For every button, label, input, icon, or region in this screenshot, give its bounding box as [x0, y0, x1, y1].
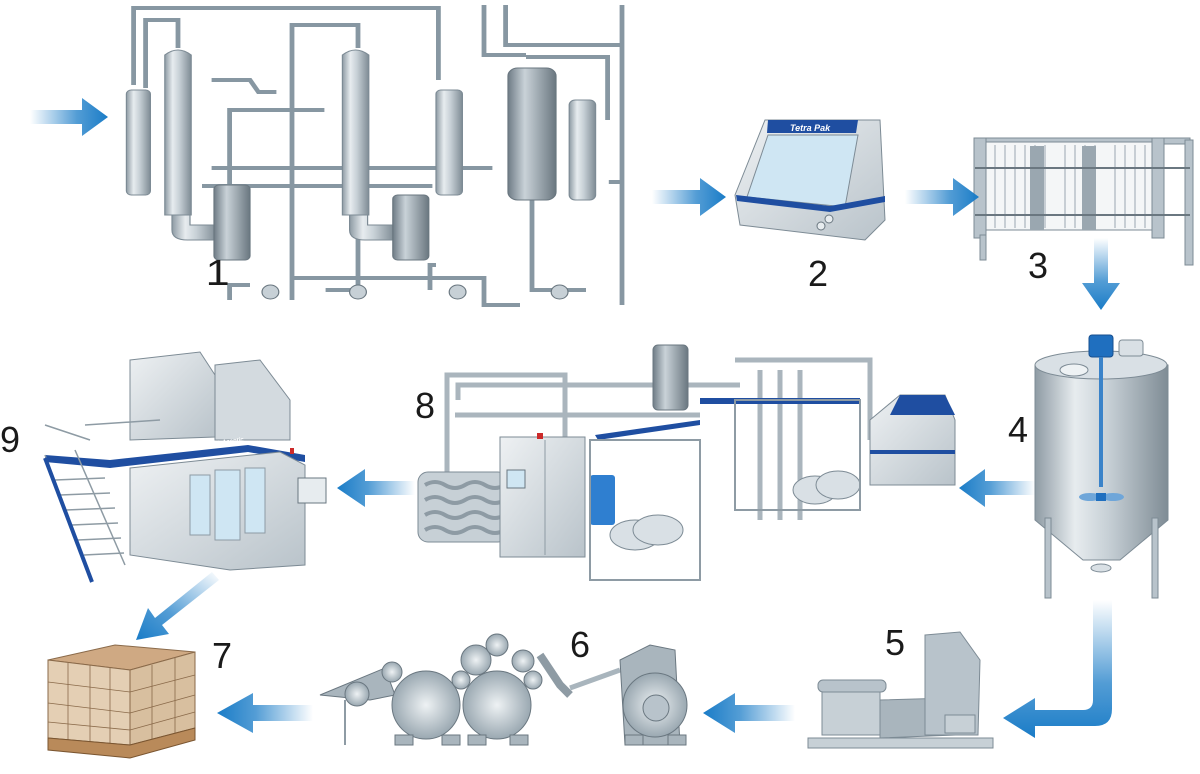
brand-band — [767, 120, 858, 133]
stair-stringer — [43, 457, 94, 583]
step-3-filter-press: 3 — [973, 137, 1194, 286]
agitator-shaft — [1099, 357, 1103, 487]
step-number-6: 6 — [570, 624, 590, 665]
step-9-filling-machine: TetraBrik Aseptic 9 — [0, 351, 327, 583]
step-number-7: 7 — [212, 635, 232, 676]
step-8-uht-plant: 8 — [415, 344, 956, 581]
control-cabinet — [499, 436, 586, 558]
arrow-9-to-7 — [136, 572, 219, 640]
step-number-2: 2 — [808, 253, 828, 294]
roller — [344, 681, 370, 707]
step-number-3: 3 — [1028, 245, 1048, 286]
arrow-5-to-6 — [703, 693, 795, 733]
step-2-separator: Tetra Pak 2 — [734, 119, 886, 294]
base-plate — [807, 737, 994, 749]
flow-arrows — [30, 98, 1120, 738]
flash-vessel — [507, 67, 557, 201]
separator-vessel-2 — [392, 194, 430, 261]
control-knob — [816, 221, 826, 231]
roller — [451, 670, 471, 690]
condenser — [435, 89, 464, 196]
control-knob — [824, 214, 834, 224]
motor-head — [924, 631, 981, 736]
blue-tank — [590, 475, 615, 525]
hmi-screen — [506, 469, 526, 489]
arrow-8-to-9 — [337, 469, 415, 507]
cooler — [568, 99, 597, 201]
arrow-1-to-2 — [652, 178, 726, 216]
main-roller — [391, 670, 461, 740]
agitator-motor — [1088, 334, 1114, 358]
roller — [381, 661, 403, 683]
arrow-6-to-7 — [217, 693, 313, 733]
pump-icon — [550, 284, 569, 300]
step-6-roller-mill: 6 — [319, 624, 688, 746]
gear-motor — [1118, 339, 1144, 357]
pressure-vessel — [632, 514, 684, 546]
main-roller — [462, 670, 532, 740]
pressure-vessel — [815, 470, 861, 500]
pump-icon — [261, 284, 280, 300]
roller — [485, 633, 509, 657]
roller — [523, 670, 543, 690]
agitator-blade — [1102, 493, 1124, 501]
roller — [460, 644, 492, 676]
roller — [511, 649, 535, 673]
step-number-4: 4 — [1008, 409, 1028, 450]
accent-stripe — [736, 195, 885, 212]
step-number-9: 9 — [0, 419, 20, 460]
holding-tank — [652, 344, 689, 411]
evaporator-column-1 — [164, 49, 192, 216]
frame-top-band — [595, 420, 700, 440]
pump-icon — [349, 284, 368, 300]
operator-panel — [297, 477, 327, 504]
step-number-5: 5 — [885, 622, 905, 663]
arrow-2-to-3 — [905, 178, 979, 216]
step-4-mixing-tank: 4 — [1008, 334, 1169, 599]
step-1-evaporator: 1 — [125, 5, 625, 307]
separator-vessel-1 — [213, 184, 251, 261]
agitator-blade — [1079, 493, 1101, 501]
brand-label: Tetra Pak — [790, 123, 831, 133]
pump-icon — [448, 284, 467, 300]
step-number-8: 8 — [415, 385, 435, 426]
preheater-1 — [125, 89, 152, 196]
arrow-input-to-1 — [30, 98, 108, 136]
filter-plates — [984, 141, 1156, 231]
step-number-1: 1 — [206, 253, 230, 293]
step-5-homogenizer: 5 — [807, 622, 994, 749]
pumps — [261, 284, 569, 300]
evaporator-column-2 — [341, 49, 370, 216]
arrow-4-to-8 — [959, 469, 1035, 507]
carton-stack-front — [47, 659, 131, 746]
arrow-4-to-5 — [1003, 600, 1112, 738]
step-7-pallet: 7 — [47, 635, 232, 759]
arrow-3-to-4 — [1082, 238, 1120, 310]
pallet-base — [47, 727, 196, 759]
platform-band — [45, 445, 305, 468]
